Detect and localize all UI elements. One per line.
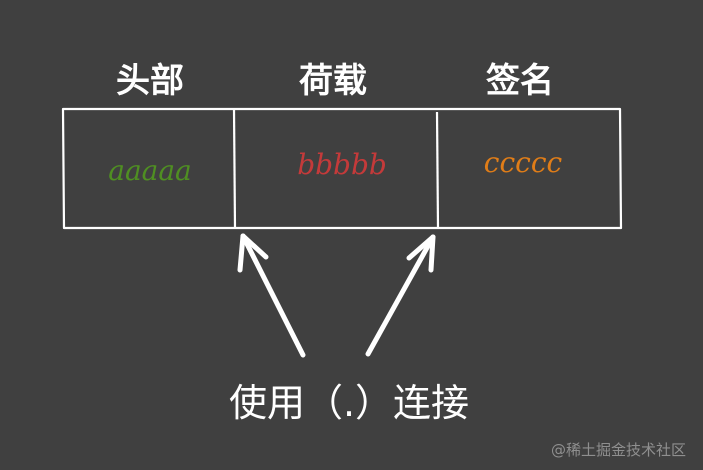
- divider-header-payload: [232, 108, 237, 229]
- right-arrow-icon: [365, 234, 436, 357]
- token-box: [61, 107, 623, 230]
- left-arrow-icon: [237, 233, 306, 358]
- divider-payload-signature: [435, 111, 440, 229]
- caption-text: 使用（.）连接: [229, 381, 469, 425]
- watermark-text: @稀土掘金技术社区: [551, 441, 686, 459]
- header-section-label: 头部: [116, 61, 184, 101]
- payload-section-label: 荷载: [299, 61, 367, 101]
- payload-sample-value: bbbbb: [297, 148, 387, 181]
- signature-section-label: 签名: [486, 61, 554, 101]
- signature-sample-value: ccccc: [484, 146, 563, 179]
- header-sample-value: aaaaa: [108, 154, 191, 187]
